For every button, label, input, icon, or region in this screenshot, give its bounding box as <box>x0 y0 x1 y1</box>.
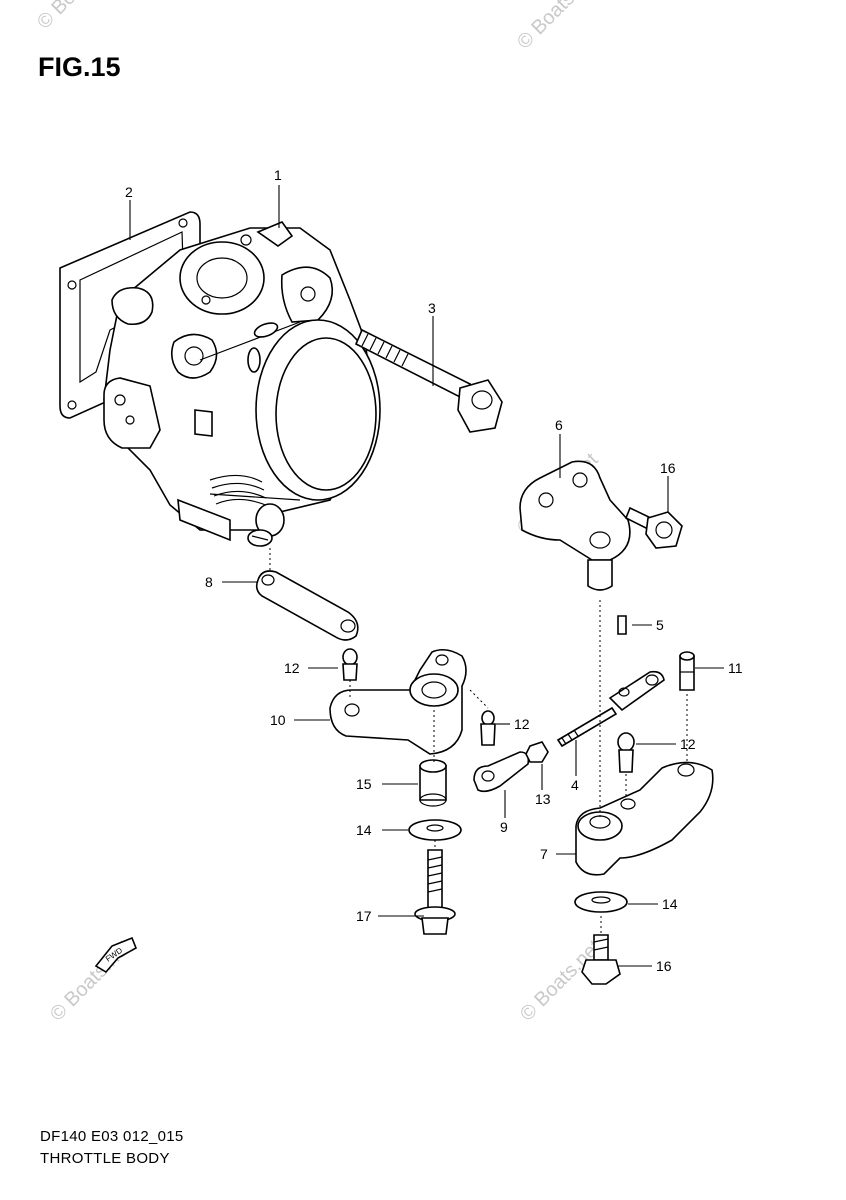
callout-3: 3 <box>428 300 436 316</box>
callout-16-upper: 16 <box>660 460 676 476</box>
alignment-lines <box>269 548 688 934</box>
part-5-pin <box>617 615 627 635</box>
callouts: 1 2 3 4 5 6 7 8 9 10 11 12 12 12 13 14 1… <box>125 167 743 974</box>
part-12-ball-joint-left <box>342 648 358 681</box>
part-8-link-rod <box>255 570 359 641</box>
part-12-ball-joint-mid <box>480 710 496 746</box>
part-13-nut <box>525 741 549 763</box>
callout-14-left: 14 <box>356 822 372 838</box>
part-9-joint-end <box>473 751 530 793</box>
callout-11: 11 <box>728 660 743 676</box>
callout-12-right: 12 <box>680 736 696 752</box>
part-4-rod <box>556 670 665 748</box>
callout-9: 9 <box>500 819 508 835</box>
callout-4: 4 <box>571 777 579 793</box>
callout-16-lower: 16 <box>656 958 672 974</box>
callout-14-right: 14 <box>662 896 678 912</box>
callout-1: 1 <box>274 167 282 183</box>
leader-lines <box>129 185 724 967</box>
part-7-lever <box>575 761 714 876</box>
callout-5: 5 <box>656 617 664 633</box>
part-1-throttle-body <box>103 221 381 547</box>
part-15-collar <box>419 759 447 807</box>
part-12-ball-joint-right <box>617 732 635 773</box>
part-14-washer-right <box>574 891 628 913</box>
callout-10: 10 <box>270 712 286 728</box>
watermark-top-left: © Boats.net <box>33 0 123 34</box>
callout-8: 8 <box>205 574 213 590</box>
part-14-washer-left <box>408 819 462 841</box>
part-16-bolt-lower <box>581 934 621 985</box>
footer-caption: THROTTLE BODY <box>40 1150 170 1167</box>
callout-15: 15 <box>356 776 372 792</box>
part-16-bolt-upper <box>624 506 683 549</box>
callout-6: 6 <box>555 417 563 433</box>
callout-12-left: 12 <box>284 660 300 676</box>
watermark-top-right: © Boats.net <box>513 0 603 54</box>
callout-7: 7 <box>540 846 548 862</box>
part-10-lever <box>329 648 467 755</box>
callout-2: 2 <box>125 184 133 200</box>
figure-title: FIG.15 <box>38 52 121 82</box>
callout-13: 13 <box>535 791 551 807</box>
part-3-bolt <box>354 328 503 433</box>
callout-17: 17 <box>356 908 372 924</box>
footer-model-code: DF140 E03 012_015 <box>40 1128 184 1145</box>
part-6-bracket <box>519 460 631 591</box>
part-11-ball-joint <box>679 651 695 691</box>
part-17-bolt <box>414 849 456 935</box>
callout-12-mid: 12 <box>514 716 530 732</box>
